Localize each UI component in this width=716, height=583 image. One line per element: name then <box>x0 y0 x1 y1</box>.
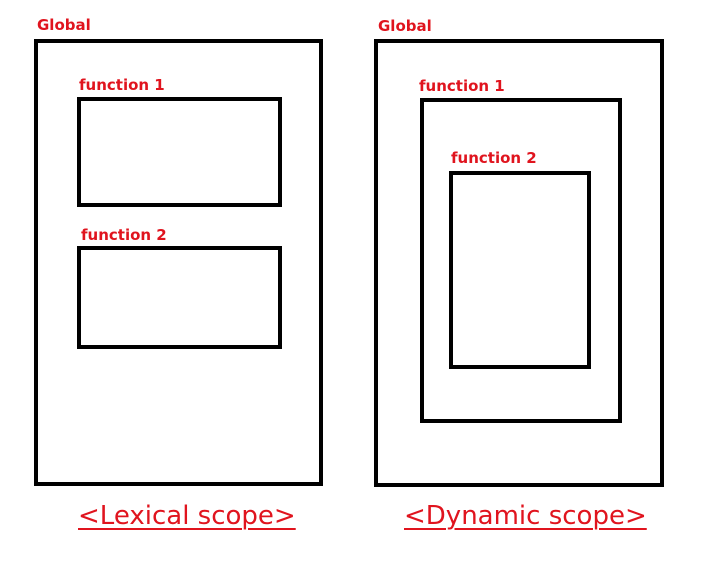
lexical-scope-caption: <Lexical scope> <box>78 501 296 531</box>
lexical-function2-label: function 2 <box>81 226 167 244</box>
dynamic-function2-label: function 2 <box>451 149 537 167</box>
lexical-global-box <box>34 39 323 486</box>
lexical-function1-label: function 1 <box>79 76 165 94</box>
lexical-function2-box <box>77 246 282 349</box>
dynamic-global-box <box>374 39 664 487</box>
lexical-function1-box <box>77 97 282 207</box>
dynamic-scope-caption: <Dynamic scope> <box>404 501 647 531</box>
dynamic-global-label: Global <box>378 17 432 35</box>
dynamic-function1-label: function 1 <box>419 77 505 95</box>
dynamic-function2-box <box>449 171 591 369</box>
dynamic-function1-box <box>420 98 622 423</box>
lexical-global-label: Global <box>37 16 91 34</box>
